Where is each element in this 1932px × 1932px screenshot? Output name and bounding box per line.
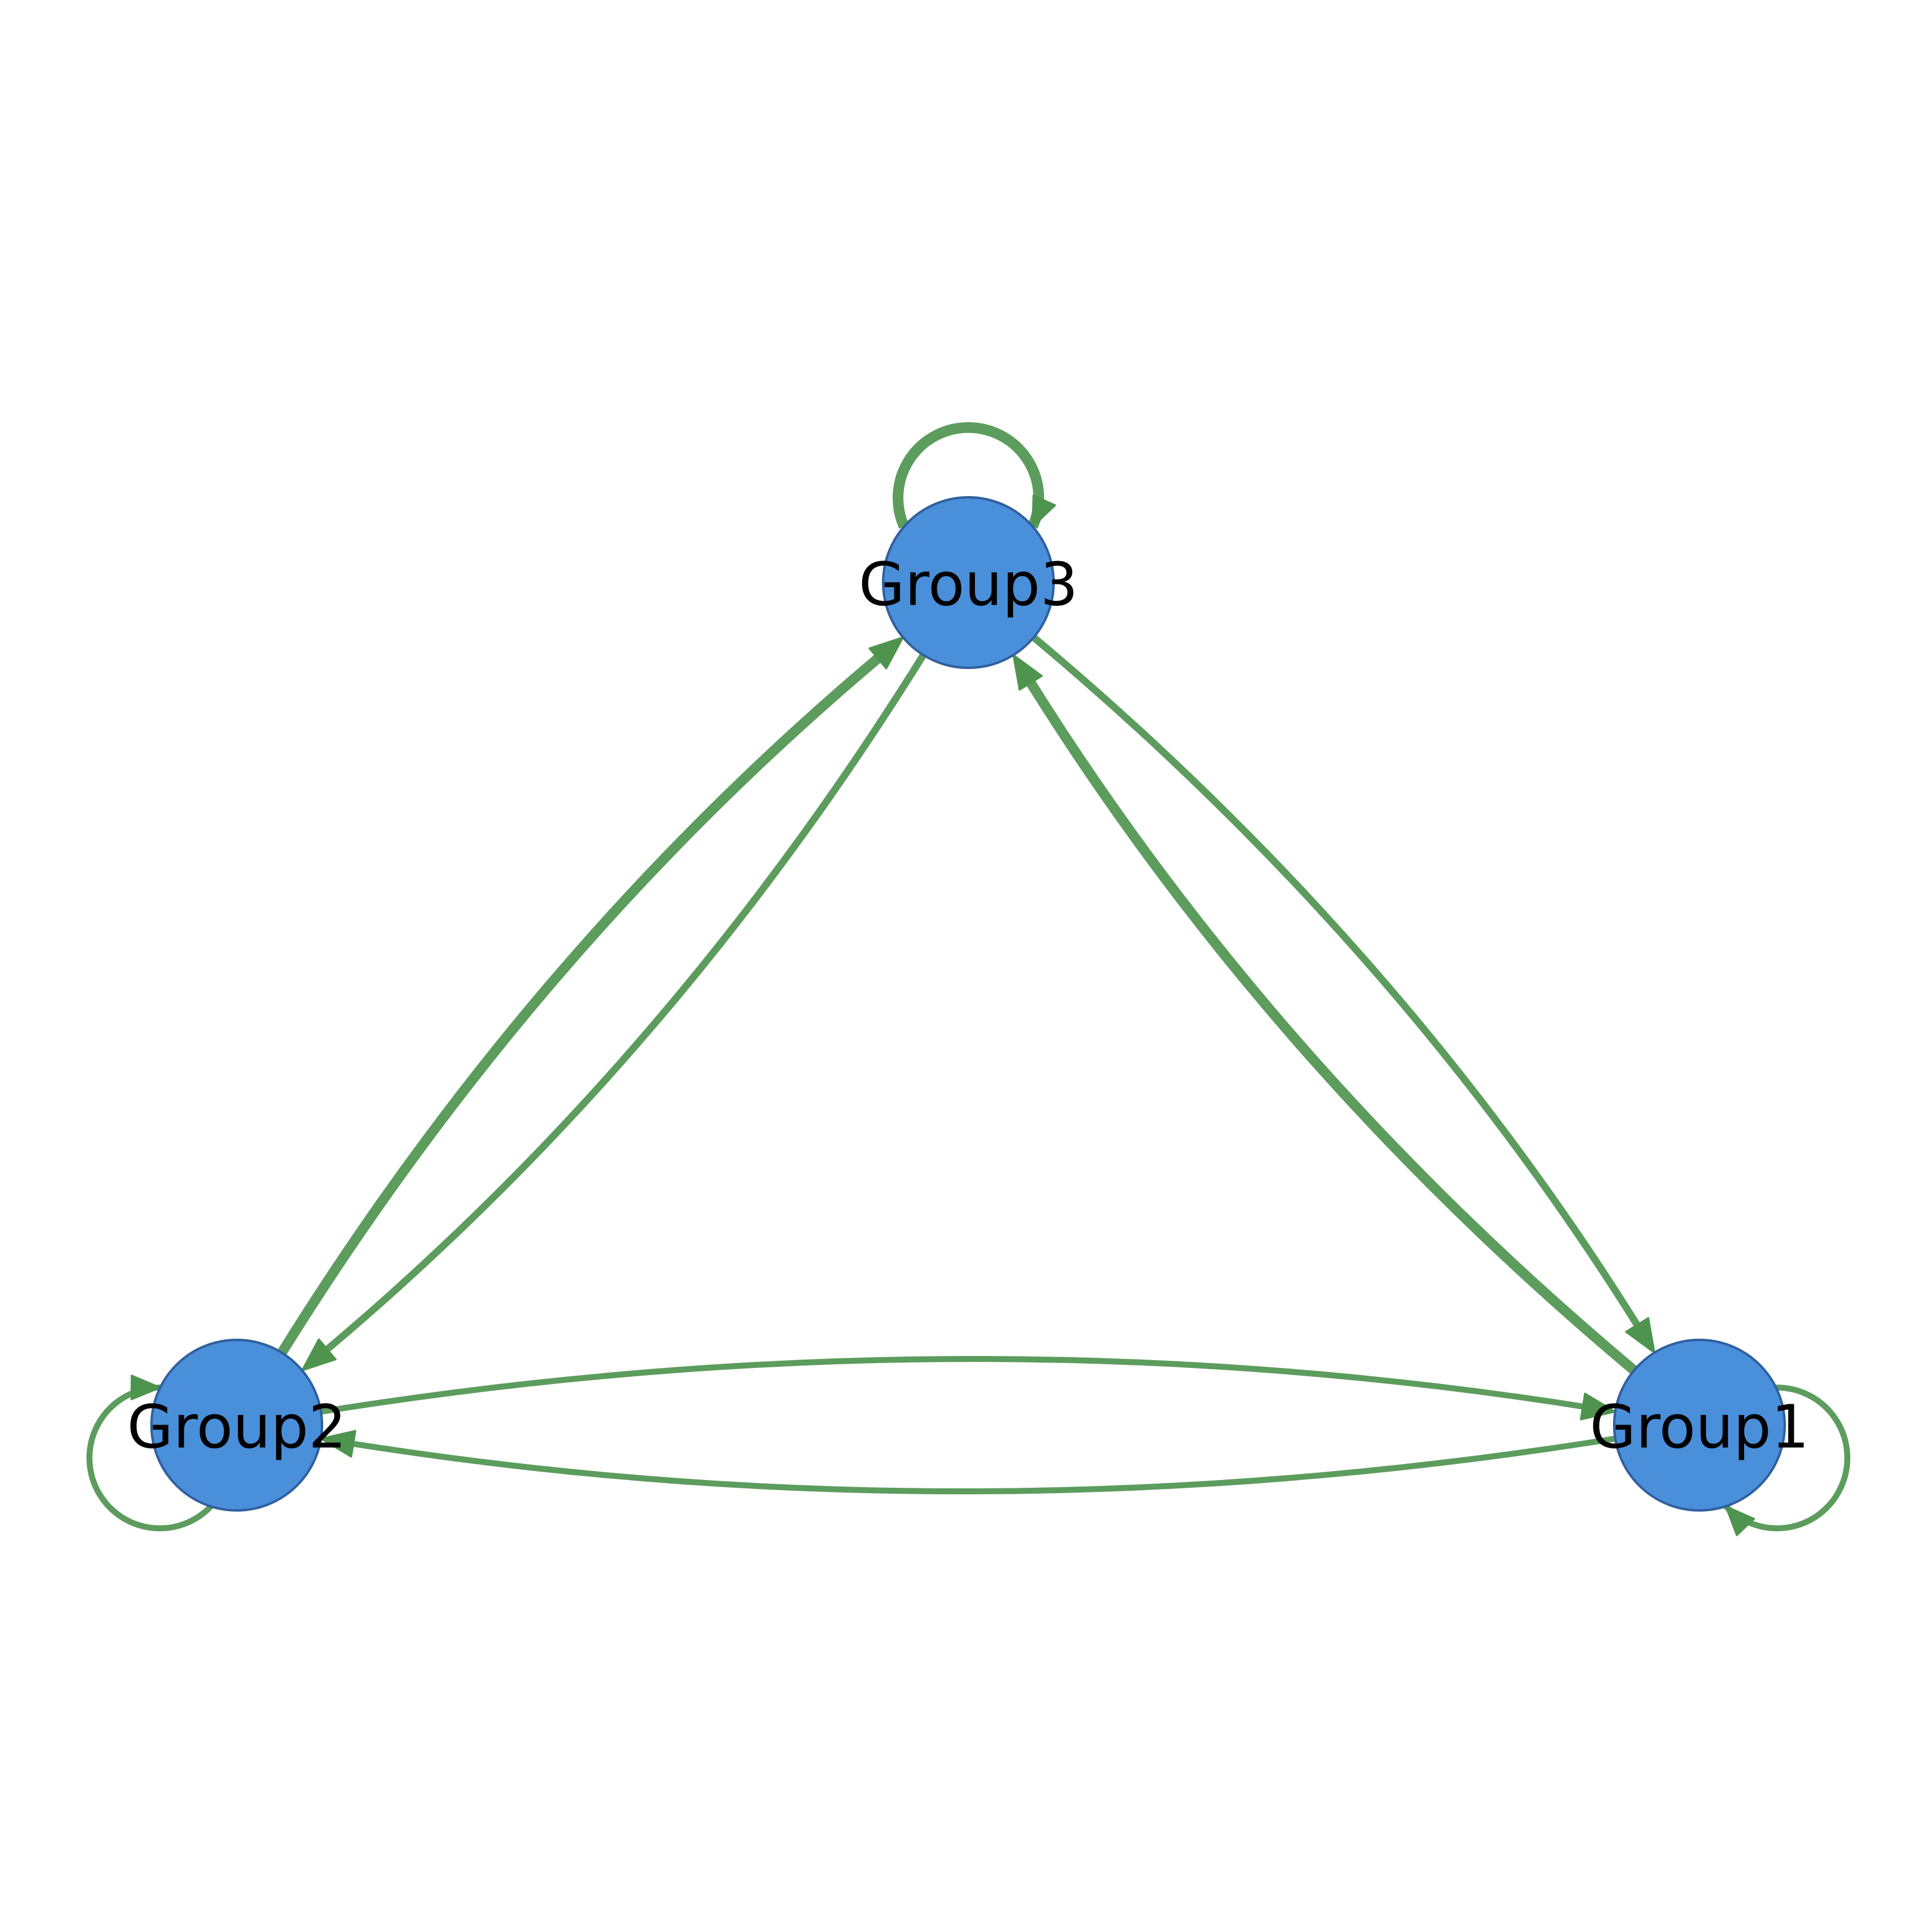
edge-group2-to-group2-arrowhead xyxy=(131,1374,162,1401)
edge-group3-to-group2 xyxy=(318,653,927,1358)
edge-group1-to-group2 xyxy=(343,1435,1616,1495)
edge-group2-to-group1-arrowhead xyxy=(1580,1392,1617,1420)
edge-group1-to-group1-arrowhead xyxy=(1724,1505,1755,1537)
edge-group1-to-group3 xyxy=(1021,672,1637,1374)
edge-group3-to-group3 xyxy=(893,422,1044,529)
node-label-group1: Group1 xyxy=(1590,1392,1809,1462)
node-label-group3: Group3 xyxy=(859,550,1078,620)
nodes-layer: Group1 Group2 Group3 xyxy=(127,496,1809,1512)
node-group3[interactable]: Group3 xyxy=(859,496,1078,669)
edge-group3-to-group2-arrowhead xyxy=(301,1338,337,1371)
edge-group1-to-group3-arrowhead xyxy=(1012,654,1043,691)
edge-group3-to-group1 xyxy=(1031,634,1645,1335)
edge-group2-to-group3-arrowhead xyxy=(868,636,904,670)
node-circle-group1[interactable] xyxy=(1613,1339,1786,1512)
edge-group3-to-group1-arrowhead xyxy=(1625,1317,1656,1354)
node-group2[interactable]: Group2 xyxy=(127,1339,346,1512)
node-label-group2: Group2 xyxy=(127,1392,346,1462)
node-group1[interactable]: Group1 xyxy=(1590,1339,1809,1512)
edge-group2-to-group3 xyxy=(277,648,888,1356)
node-circle-group2[interactable] xyxy=(150,1339,323,1512)
edge-group1-to-group2-arrowhead xyxy=(320,1430,357,1458)
edge-group1-to-group1 xyxy=(1723,1385,1850,1531)
node-circle-group3[interactable] xyxy=(882,496,1055,669)
edge-group3-to-group3-arrowhead xyxy=(1032,494,1057,528)
edge-group2-to-group1 xyxy=(320,1355,1593,1415)
edge-group2-to-group2 xyxy=(86,1384,213,1531)
edges-layer xyxy=(86,422,1850,1537)
